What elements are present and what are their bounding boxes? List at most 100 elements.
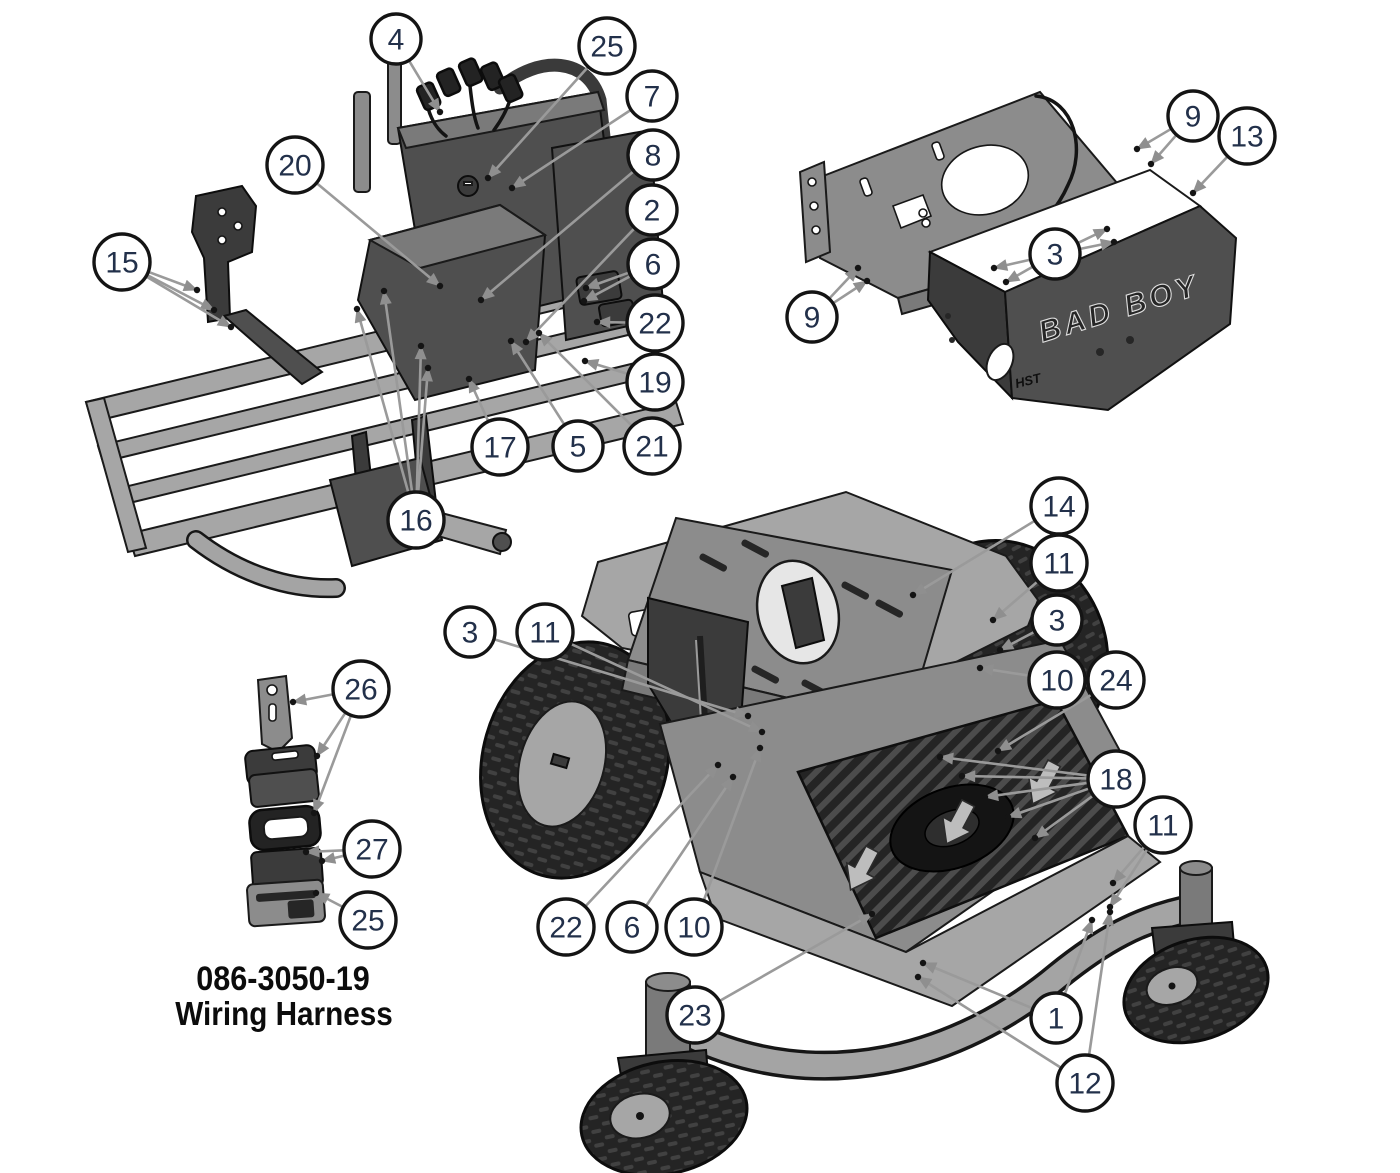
- callout-number: 17: [483, 432, 516, 465]
- leader-line: [291, 692, 334, 706]
- fastener-point: [714, 761, 722, 769]
- fastener-point: [1103, 225, 1111, 233]
- leader-line: [1192, 155, 1229, 194]
- caption-part-number: 086-3050-19: [196, 960, 369, 998]
- callout-22: 22: [536, 897, 596, 957]
- leader-line: [960, 770, 1089, 783]
- callout-8: 8: [626, 128, 680, 182]
- callout-26: 26: [331, 659, 391, 719]
- callout-number: 24: [1099, 665, 1132, 698]
- callout-number: 10: [677, 912, 710, 945]
- callout-number: 11: [1043, 548, 1074, 581]
- callout-number: 2: [644, 195, 661, 228]
- fastener-point: [1109, 879, 1117, 887]
- callout-number: 22: [638, 308, 671, 341]
- leader-line: [1150, 133, 1178, 165]
- fastener-point: [227, 323, 235, 331]
- callout-number: 13: [1230, 121, 1263, 154]
- fastener-point: [353, 305, 361, 313]
- callout-18: 18: [1086, 749, 1146, 809]
- callout-3: 3: [443, 605, 497, 659]
- caster-left: [579, 972, 749, 1173]
- callout-number: 23: [678, 1000, 711, 1033]
- callout-11: 11: [1029, 533, 1089, 593]
- callout-number: 14: [1042, 491, 1075, 524]
- callout-17: 17: [470, 417, 530, 477]
- figure-wiring-harness: [244, 674, 326, 928]
- seat-mount-bracket: [190, 184, 324, 386]
- callout-14: 14: [1029, 476, 1089, 536]
- leader-line: [992, 580, 1039, 621]
- callout-21: 21: [622, 416, 682, 476]
- callout-10: 10: [664, 897, 724, 957]
- leader-line: [314, 891, 344, 909]
- leader-line: [1004, 265, 1034, 284]
- fastener-point: [758, 728, 766, 736]
- leader-line: [996, 693, 1093, 753]
- callout-19: 19: [625, 352, 685, 412]
- leader-lines-layer: [145, 59, 1229, 1070]
- callout-number: 16: [399, 505, 432, 538]
- leader-line: [998, 630, 1036, 652]
- fastener-point: [465, 375, 473, 383]
- callout-number: 9: [804, 302, 821, 335]
- fastener-point: [914, 973, 922, 981]
- fastener-point: [989, 616, 997, 624]
- leader-line: [407, 59, 442, 114]
- callout-11: 11: [515, 602, 575, 662]
- fastener-point: [936, 753, 944, 761]
- leader-line: [1076, 227, 1109, 245]
- leader-line: [1108, 847, 1149, 909]
- callout-12: 12: [1055, 1053, 1115, 1113]
- callout-16: 16: [386, 490, 446, 550]
- leader-line: [978, 664, 1030, 677]
- callout-number: 11: [1147, 810, 1178, 843]
- fastener-point: [312, 889, 320, 897]
- leader-line: [145, 275, 233, 329]
- fastener-point: [436, 282, 444, 290]
- leader-line: [583, 359, 629, 376]
- fastener-point: [981, 793, 989, 801]
- callout-number: 4: [388, 24, 405, 57]
- leader-line: [992, 258, 1031, 271]
- callout-23: 23: [665, 985, 725, 1045]
- fastener-point: [289, 698, 297, 706]
- fastener-point: [477, 296, 485, 304]
- callout-9: 9: [1166, 89, 1220, 143]
- fastener-point: [1106, 908, 1114, 916]
- leader-line: [1063, 918, 1094, 995]
- leader-line: [510, 108, 632, 190]
- callout-number: 3: [1047, 239, 1064, 272]
- callout-10: 10: [1027, 650, 1087, 710]
- leader-line: [582, 274, 632, 303]
- fastener-point: [535, 329, 543, 337]
- seat-latch-lever: [780, 576, 826, 650]
- callout-number: 11: [529, 617, 560, 650]
- fastener-point: [484, 174, 492, 182]
- callout-number: 27: [355, 834, 388, 867]
- fastener-point: [1189, 189, 1197, 197]
- leader-line: [718, 912, 874, 1003]
- fastener-point: [582, 284, 590, 292]
- callout-number: 25: [590, 31, 623, 64]
- leader-line: [983, 781, 1089, 802]
- fastener-point: [863, 277, 871, 285]
- harness-gasket: [248, 804, 322, 852]
- leader-line: [702, 746, 762, 902]
- leader-line: [644, 776, 735, 907]
- leader-line: [354, 307, 410, 494]
- callout-9: 9: [785, 290, 839, 344]
- leader-line: [828, 267, 859, 300]
- callout-number: 8: [645, 140, 662, 173]
- fastener-point: [958, 772, 966, 780]
- callout-20: 20: [265, 135, 325, 195]
- callout-22: 22: [625, 293, 685, 353]
- callout-6: 6: [626, 237, 680, 291]
- fastener-point: [1147, 160, 1155, 168]
- figure-frame-assembly: [84, 57, 685, 599]
- fastener-point: [417, 342, 425, 350]
- leader-line: [1135, 127, 1173, 151]
- callout-25: 25: [577, 16, 637, 76]
